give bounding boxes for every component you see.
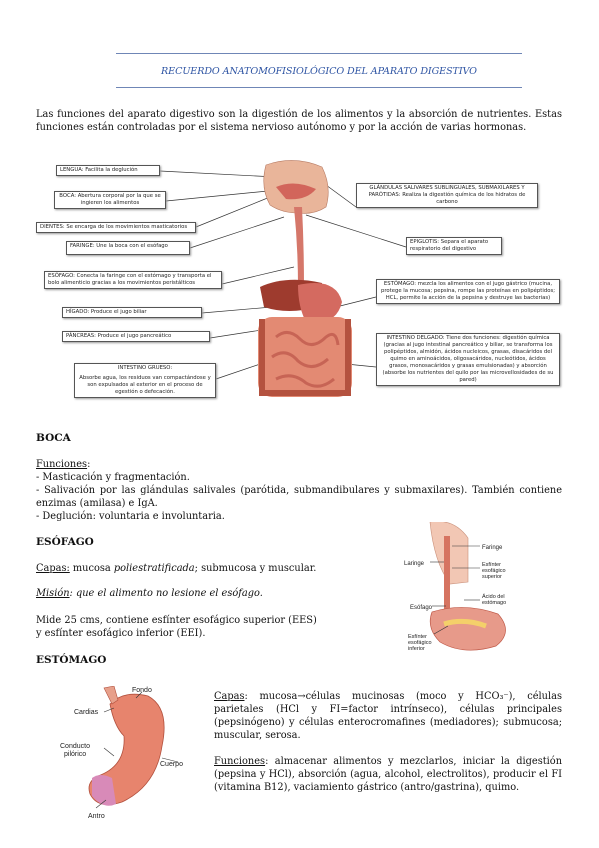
esofago-mision: Misión: que el alimento no lesione el es…: [36, 587, 396, 600]
fig-esofago-eei-3: inferior: [408, 646, 425, 652]
label-faringe: FARINGE: Une la boca con el esófago: [66, 241, 190, 255]
fig-esofago-laringe: Laringe: [404, 561, 425, 567]
esofago-capas: Capas: mucosa poliestratificada; submuco…: [36, 562, 396, 575]
label-esofago: ESÓFAGO: Conecta la faringe con el estóm…: [44, 271, 222, 289]
estomago-capas-label: Capas: [214, 691, 245, 702]
fig-esofago-ees-3: superior: [482, 574, 502, 580]
fig-estomago-cuerpo: Cuerpo: [160, 761, 183, 768]
label-intestino-grueso-title: INTESTINO GRUESO:: [117, 365, 173, 371]
stomach-figure: Fondo Cardias Conducto pilórico Cuerpo A…: [60, 686, 183, 820]
estomago-funciones-text: : almacenar alimentos y mezclarlos, inic…: [214, 756, 562, 793]
label-intestino-delgado: INTESTINO DELGADO: Tiene dos funciones: …: [376, 333, 560, 386]
estomago-funciones-label: Funciones: [214, 756, 266, 767]
fig-esofago-eei-2: esofágico: [408, 640, 432, 646]
boca-item-2: - Salivación por las glándulas salivales…: [36, 485, 562, 509]
fig-estomago-cardias: Cardias: [74, 709, 99, 716]
esofago-mision-text: : que el alimento no lesione el esófago.: [69, 588, 263, 599]
fig-esofago-acido-2: estómago: [482, 600, 506, 606]
fig-esofago-faringe: Faringe: [482, 545, 503, 551]
boca-funciones-label-text: Funciones: [36, 459, 88, 470]
label-glandulas-salivares: GLÁNDULAS SALIVARES SUBLINGUALES, SUBMAX…: [356, 183, 538, 208]
digestive-system-diagram: LENGUA: Facilita la deglución BOCA: Aber…: [36, 157, 566, 419]
header-rule-bottom: [116, 87, 522, 88]
label-lengua: LENGUA: Facilita la deglución: [56, 165, 160, 176]
header-rule-top: [116, 53, 522, 54]
esofago-mision-label: Misión: [36, 588, 70, 599]
fig-estomago-conducto-1: Conducto: [60, 743, 90, 750]
label-intestino-grueso-text: Absorbe agua, los residuos van compactán…: [79, 375, 211, 395]
digestive-system-illustration: [159, 160, 407, 397]
label-pancreas: PÁNCREAS: Produce el jugo pancreático: [62, 331, 210, 342]
boca-funciones-label: Funciones:: [36, 459, 91, 470]
label-estomago: ESTÓMAGO: mezcla los alimentos con el ju…: [376, 279, 560, 304]
label-boca: BOCA: Abertura corporal por la que se in…: [54, 191, 166, 209]
label-epiglotis: EPIGLOTIS: Separa el aparato respiratori…: [406, 237, 502, 255]
fig-esofago-esofago: Esófago: [410, 605, 433, 611]
estomago-capas-text: : mucosa→células mucinosas (moco y HCO₃⁻…: [214, 691, 562, 741]
esofago-mide-line2: y esfínter esofágico inferior (EEI).: [36, 628, 206, 639]
page-title: RECUERDO ANATOMOFISIOLÓGICO DEL APARATO …: [161, 66, 477, 77]
boca-heading: BOCA: [36, 432, 71, 444]
label-intestino-grueso: INTESTINO GRUESO: Absorbe agua, los resi…: [74, 363, 216, 398]
esofago-mide-line1: Mide 25 cms, contiene esfínter esofágico…: [36, 615, 317, 626]
fig-estomago-fondo: Fondo: [132, 687, 152, 694]
esofago-heading: ESÓFAGO: [36, 536, 94, 548]
estomago-capas: Capas: mucosa→células mucinosas (moco y …: [214, 690, 562, 742]
fig-esofago-ees-2: esofágico: [482, 568, 506, 574]
estomago-heading: ESTÓMAGO: [36, 654, 107, 666]
fig-estomago-antro: Antro: [88, 813, 105, 820]
label-higado: HÍGADO: Produce el jugo biliar: [62, 307, 202, 318]
boca-item-3: - Deglución: voluntaria e involuntaria.: [36, 511, 225, 522]
esofago-capas-pre: mucosa: [69, 563, 114, 574]
esofago-capas-italic: poliestratificada: [113, 563, 195, 574]
estomago-funciones: Funciones: almacenar alimentos y mezclar…: [214, 755, 562, 794]
boca-item-1: - Masticación y fragmentación.: [36, 472, 190, 483]
esofago-capas-post: ; submucosa y muscular.: [194, 563, 317, 574]
fig-esofago-ees-1: Esfínter: [482, 562, 501, 568]
fig-estomago-conducto-2: pilórico: [64, 751, 86, 758]
fig-esofago-acido-1: Ácido del: [482, 593, 505, 600]
label-dientes: DIENTES: Se encarga de los movimientos m…: [36, 222, 196, 233]
intro-paragraph: Las funciones del aparato digestivo son …: [36, 109, 562, 133]
esophagus-figure: Faringe Laringe Esfínter esofágico super…: [404, 522, 506, 652]
fig-esofago-eei-1: Esfínter: [408, 634, 427, 640]
esofago-capas-label: Capas:: [36, 563, 70, 574]
